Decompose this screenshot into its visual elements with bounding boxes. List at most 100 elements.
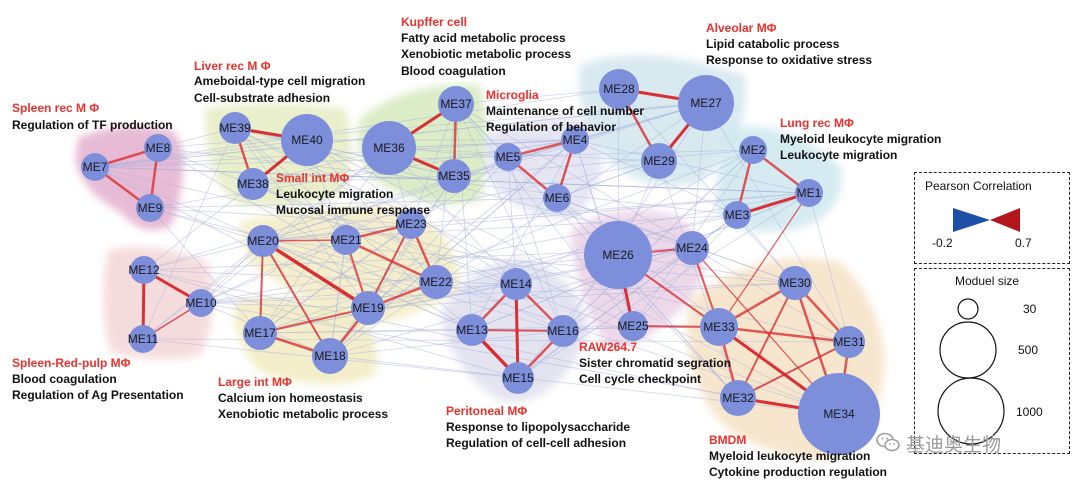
edge-ME30-ME32 [737, 282, 796, 399]
node-circle [723, 201, 751, 229]
large-int-title: Large int MΦ [218, 375, 292, 389]
node-circle [561, 126, 589, 154]
node-circle [798, 373, 880, 455]
liver-rec-term-1: Ameboidal-type cell migration [194, 74, 366, 88]
node-circle [795, 179, 823, 207]
spleen-rec-term-1: Regulation of TF production [12, 118, 173, 132]
kupffer-term-1: Fatty acid metabolic process [401, 31, 566, 45]
edge-ME20-ME19 [262, 239, 369, 310]
weak-edge [262, 240, 473, 331]
node-label: ME7 [83, 160, 108, 174]
node-circle [543, 184, 571, 212]
peritoneal-term-1: Response to lipopolysaccharide [446, 420, 631, 434]
node-label: ME28 [603, 82, 635, 96]
node-me33: ME33 [700, 308, 738, 346]
node-circle [219, 112, 251, 144]
node-label: ME32 [722, 391, 754, 405]
node-label: ME3 [725, 208, 750, 222]
weak-edge [329, 156, 509, 357]
weak-edge [157, 102, 707, 149]
size-legend [914, 268, 1070, 454]
kupffer-term-3: Blood coagulation [401, 64, 506, 78]
node-label: ME24 [676, 241, 708, 255]
node-me36: ME36 [362, 121, 416, 175]
weak-edge [632, 214, 738, 327]
node-label: ME37 [440, 97, 472, 111]
node-label: ME9 [138, 201, 163, 215]
edge-ME33-ME31 [718, 325, 850, 344]
node-me1: ME1 [795, 179, 823, 207]
node-label: ME40 [291, 133, 323, 147]
node-me17: ME17 [243, 316, 277, 350]
lung-rec-term-2: Leukocyte migration [780, 148, 898, 162]
weak-edge [94, 166, 369, 309]
node-label: ME5 [496, 150, 521, 164]
weak-edge [306, 139, 840, 415]
spleen-red-pulp-title: Spleen-Red-pulp MΦ [12, 356, 131, 370]
node-label: ME8 [146, 141, 171, 155]
node-circle [362, 121, 416, 175]
node-circle [81, 153, 109, 181]
weak-edge [367, 175, 455, 309]
spleen-red-pulp-term-1: Blood coagulation [12, 372, 117, 386]
alveolar-term-2: Response to oxidative stress [706, 53, 873, 67]
weak-edge [259, 149, 754, 334]
node-label: ME11 [128, 332, 159, 346]
microglia-term-1: Maintenance of cell number [486, 104, 645, 118]
weak-edge [388, 147, 660, 162]
node-me21: ME21 [330, 225, 362, 255]
weak-edge [388, 139, 576, 149]
spleen-rec-title: Spleen rec M Φ [12, 101, 100, 115]
node-circle [833, 326, 865, 358]
weak-edge [388, 147, 517, 285]
node-circle [437, 159, 471, 193]
small-int-title: Small int MΦ [276, 171, 350, 185]
weak-edge [262, 139, 576, 242]
node-circle [547, 315, 579, 347]
weak-edge [329, 102, 707, 357]
weak-edge [234, 127, 455, 177]
node-me40: ME40 [281, 114, 333, 166]
small-int-term-1: Leukocyte migration [276, 187, 394, 201]
node-me11: ME11 [128, 325, 159, 353]
weak-edge [574, 139, 810, 194]
weak-edge [143, 240, 264, 271]
wechat-logo-icon [876, 432, 900, 452]
size-label-1000: 1000 [1016, 405, 1043, 419]
weak-edge [435, 103, 457, 283]
node-label: ME29 [643, 154, 675, 168]
weak-edge [200, 239, 347, 304]
node-label: ME10 [185, 296, 217, 310]
node-label: ME31 [833, 335, 865, 349]
node-me23: ME23 [395, 209, 427, 239]
node-label: ME13 [456, 323, 488, 337]
weak-edge [200, 192, 810, 304]
node-label: ME22 [420, 275, 452, 289]
weak-edge [471, 139, 576, 331]
lung-rec-term-1: Myeloid leukocyte migration [780, 132, 942, 146]
node-me13: ME13 [456, 314, 488, 346]
kupffer-title: Kupffer cell [401, 15, 468, 29]
node-label: ME27 [690, 96, 722, 110]
node-me28: ME28 [599, 69, 639, 109]
edge-ME1-ME33 [718, 192, 810, 328]
node-label: ME38 [237, 177, 269, 191]
raw264-term-1: Sister chromatid segration [579, 356, 732, 370]
node-me35: ME35 [437, 159, 471, 193]
node-me19: ME19 [351, 291, 385, 325]
weak-edge [252, 183, 564, 332]
weak-edge [143, 183, 254, 271]
size-legend-circle-30 [957, 298, 979, 320]
node-circle [419, 265, 453, 299]
node-me9: ME9 [136, 194, 164, 222]
node-circle [502, 362, 534, 394]
node-me8: ME8 [144, 134, 172, 162]
node-me37: ME37 [438, 86, 474, 122]
weak-edge [143, 269, 519, 379]
node-circle [678, 75, 734, 131]
weak-edge [517, 192, 810, 379]
weak-edge [556, 197, 796, 284]
node-circle [739, 136, 767, 164]
node-circle [778, 266, 812, 300]
